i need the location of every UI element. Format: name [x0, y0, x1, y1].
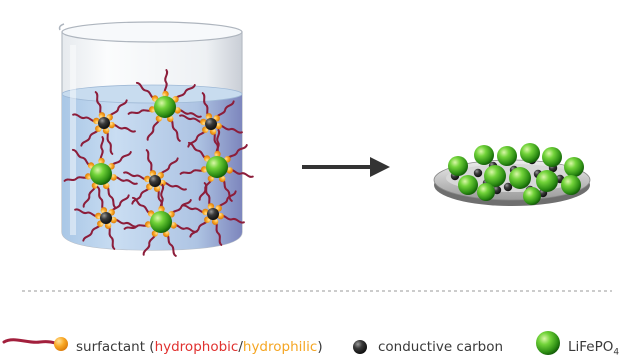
micelle [63, 135, 139, 211]
carbon-particle-icon [353, 340, 367, 354]
lfp-particle [520, 143, 540, 163]
micelle [73, 185, 139, 251]
lfp-particle [509, 167, 531, 189]
carbon-particle [207, 208, 219, 220]
lfp-particle [458, 175, 478, 195]
arrow-right-icon [302, 157, 390, 177]
lfp-particle [206, 156, 228, 178]
micelle [179, 128, 255, 204]
lfp-particle [154, 96, 176, 118]
carbon-particle [98, 117, 110, 129]
lfp-particle [448, 156, 468, 176]
legend-hydrophilic-text: hydrophilic [242, 339, 318, 355]
micelle-particles [63, 68, 255, 259]
legend-hydrophobic-text: hydrophobic [154, 339, 239, 355]
lfp-particle [536, 170, 558, 192]
carbon-particle [205, 118, 217, 130]
micelle [178, 91, 244, 157]
lfp-particle [564, 157, 584, 177]
lfp-particle-icon [536, 331, 560, 355]
carbon-particle [149, 175, 161, 187]
legend-surfactant-label: surfactant (hydrophobic/hydrophilic) [76, 339, 323, 355]
micelle [180, 181, 246, 247]
micelle [71, 90, 137, 156]
lfp-particle [474, 145, 494, 165]
lfp-particle [542, 147, 562, 167]
carbon-particle [100, 212, 112, 224]
lfp-particle [561, 175, 581, 195]
micelle [122, 148, 188, 214]
lfp-particle [484, 165, 506, 187]
lfp-particle [497, 146, 517, 166]
dish-particle-pile [448, 143, 584, 205]
lfp-particle [90, 163, 112, 185]
carbon-particle [473, 168, 483, 178]
lfp-particle [477, 183, 495, 201]
lfp-particle [150, 211, 172, 233]
legend-lfp-label: LiFePO4 [568, 339, 620, 358]
carbon-particle [503, 182, 513, 192]
micelle [123, 183, 199, 259]
legend-carbon-label: conductive carbon [378, 339, 504, 355]
micelle [127, 68, 203, 144]
lfp-particle [523, 187, 541, 205]
surfactant-icon [2, 337, 68, 351]
